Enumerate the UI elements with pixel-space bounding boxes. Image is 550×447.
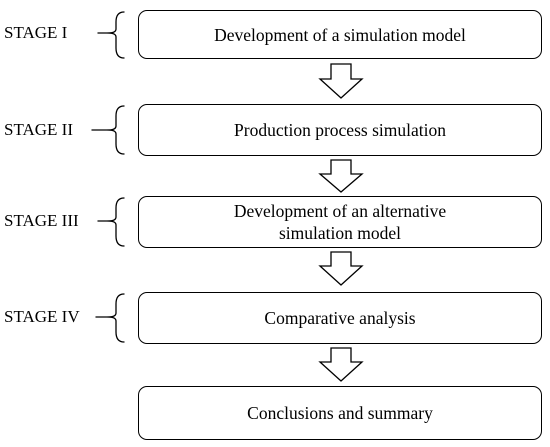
stage-1-brace <box>107 11 125 59</box>
down-arrow-icon-3 <box>318 251 364 286</box>
stage-box-4: Comparative analysis <box>138 292 542 344</box>
down-arrow-icon-4 <box>318 347 364 382</box>
stage-label-2: STAGE II <box>4 120 73 139</box>
stage-box-3: Development of an alternative simulation… <box>138 196 542 248</box>
stage-box-3-text: Development of an alternative simulation… <box>233 201 447 243</box>
stage-box-2: Production process simulation <box>138 104 542 156</box>
down-arrow-icon-2 <box>318 159 364 193</box>
conclusion-box-text: Conclusions and summary <box>247 403 433 423</box>
stage-2-brace <box>107 105 125 155</box>
conclusion-box: Conclusions and summary <box>138 386 542 440</box>
stage-label-4: STAGE IV <box>4 307 80 326</box>
stage-3-brace <box>107 197 125 247</box>
stage-box-1: Development of a simulation model <box>138 10 542 59</box>
stage-box-1-text: Development of a simulation model <box>214 24 466 45</box>
stage-label-3: STAGE III <box>4 211 79 230</box>
stage-label-1: STAGE I <box>4 23 68 42</box>
stage-box-4-text: Comparative analysis <box>264 308 416 328</box>
stage-4-brace <box>107 293 125 343</box>
stage-box-2-text: Production process simulation <box>234 120 446 140</box>
down-arrow-icon-1 <box>318 63 364 99</box>
